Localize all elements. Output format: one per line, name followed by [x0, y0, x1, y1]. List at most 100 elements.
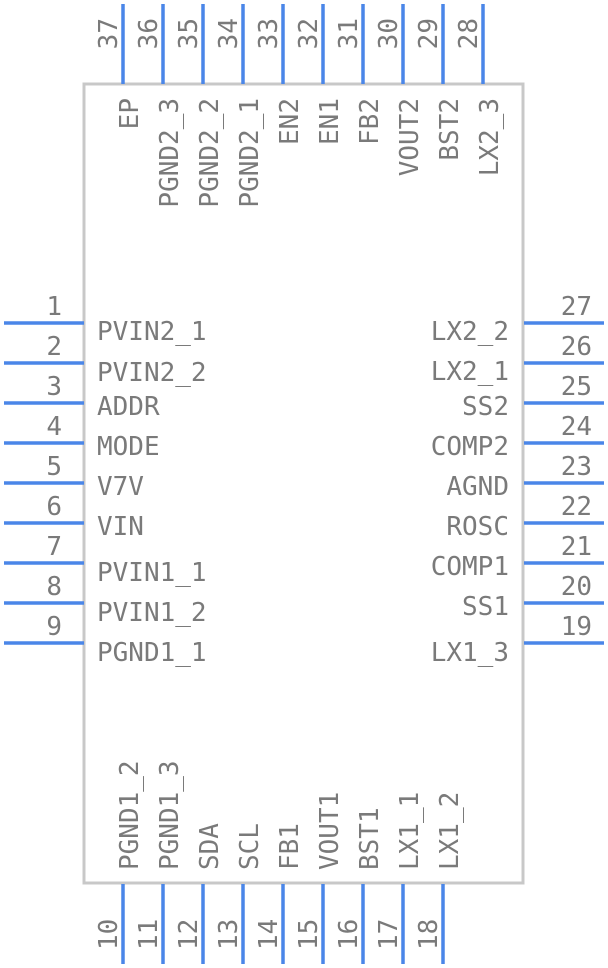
pin-17: 17 LX1_1	[374, 792, 425, 964]
pin-number: 14	[254, 919, 284, 950]
pin-14: 14 FB1	[254, 823, 305, 964]
pin-name: EP	[115, 98, 145, 129]
pin-name: SS1	[462, 592, 509, 622]
pin-number: 23	[561, 452, 592, 482]
pin-name: LX1_1	[395, 792, 425, 870]
pin-number: 28	[454, 18, 484, 49]
pin-name: VOUT2	[395, 98, 425, 176]
pin-number: 19	[561, 612, 592, 642]
pin-number: 6	[46, 492, 62, 522]
pin-number: 20	[561, 572, 592, 602]
pin-number: 7	[46, 532, 62, 562]
pin-number: 37	[94, 18, 124, 49]
pin-name: PVIN1_1	[97, 558, 207, 588]
pin-number: 32	[294, 18, 324, 49]
pin-name: BST1	[355, 807, 385, 870]
pin-name: AGND	[446, 472, 509, 502]
pin-number: 17	[374, 919, 404, 950]
pin-name: PVIN2_2	[97, 358, 207, 388]
pin-name: LX2_2	[431, 317, 509, 347]
pin-name: PGND2_1	[235, 98, 265, 208]
pin-name: PGND2_2	[195, 98, 225, 208]
pin-name: VIN	[97, 512, 144, 542]
pin-15: 15 VOUT1	[294, 792, 345, 964]
pin-name: SDA	[195, 823, 225, 870]
pin-name: MODE	[97, 432, 160, 462]
pin-name: COMP2	[431, 432, 509, 462]
pin-number: 15	[294, 919, 324, 950]
pin-number: 29	[414, 18, 444, 49]
pin-name: LX1_2	[435, 792, 465, 870]
pin-number: 27	[561, 292, 592, 322]
pin-number: 31	[334, 18, 364, 49]
pin-name: SS2	[462, 392, 509, 422]
pin-number: 36	[134, 18, 164, 49]
pin-name: EN1	[315, 98, 345, 145]
pin-number: 22	[561, 492, 592, 522]
component-body	[82, 82, 525, 885]
pin-name: PGND1_1	[97, 638, 207, 668]
pin-name: LX1_3	[431, 638, 509, 668]
pin-number: 33	[254, 18, 284, 49]
pin-number: 9	[46, 612, 62, 642]
pin-number: 34	[214, 18, 244, 49]
pin-name: V7V	[97, 472, 144, 502]
pin-number: 26	[561, 332, 592, 362]
pin-number: 21	[561, 532, 592, 562]
pin-10: 10 PGND1_2	[94, 760, 145, 964]
pin-name: COMP1	[431, 552, 509, 582]
pin-name: VOUT1	[315, 792, 345, 870]
pins-group: 1PVIN2_12PVIN2_23ADDR4MODE5V7V6VIN7PVIN1…	[4, 4, 604, 964]
pin-name: ROSC	[446, 512, 509, 542]
pin-name: PGND2_3	[155, 98, 185, 208]
pin-number: 4	[46, 412, 62, 442]
pin-16: 16 BST1	[334, 807, 385, 964]
pin-number: 30	[374, 18, 404, 49]
pin-name: PGND1_3	[155, 760, 185, 870]
pin-number: 5	[46, 452, 62, 482]
pin-name: EN2	[275, 98, 305, 145]
pin-name: LX2_1	[431, 357, 509, 387]
pin-number: 35	[174, 18, 204, 49]
pin-number: 8	[46, 572, 62, 602]
pin-name: SCL	[235, 823, 265, 870]
pin-name: PGND1_2	[115, 760, 145, 870]
pin-number: 1	[46, 292, 62, 322]
pin-number: 12	[174, 919, 204, 950]
pin-number: 10	[94, 919, 124, 950]
pin-name: PVIN1_2	[97, 598, 207, 628]
pin-number: 25	[561, 372, 592, 402]
pin-name: FB1	[275, 823, 305, 870]
pin-number: 16	[334, 919, 364, 950]
pin-name: BST2	[435, 98, 465, 161]
pin-12: 12 SDA	[174, 823, 225, 964]
pin-number: 11	[134, 919, 164, 950]
pin-name: ADDR	[97, 392, 160, 422]
